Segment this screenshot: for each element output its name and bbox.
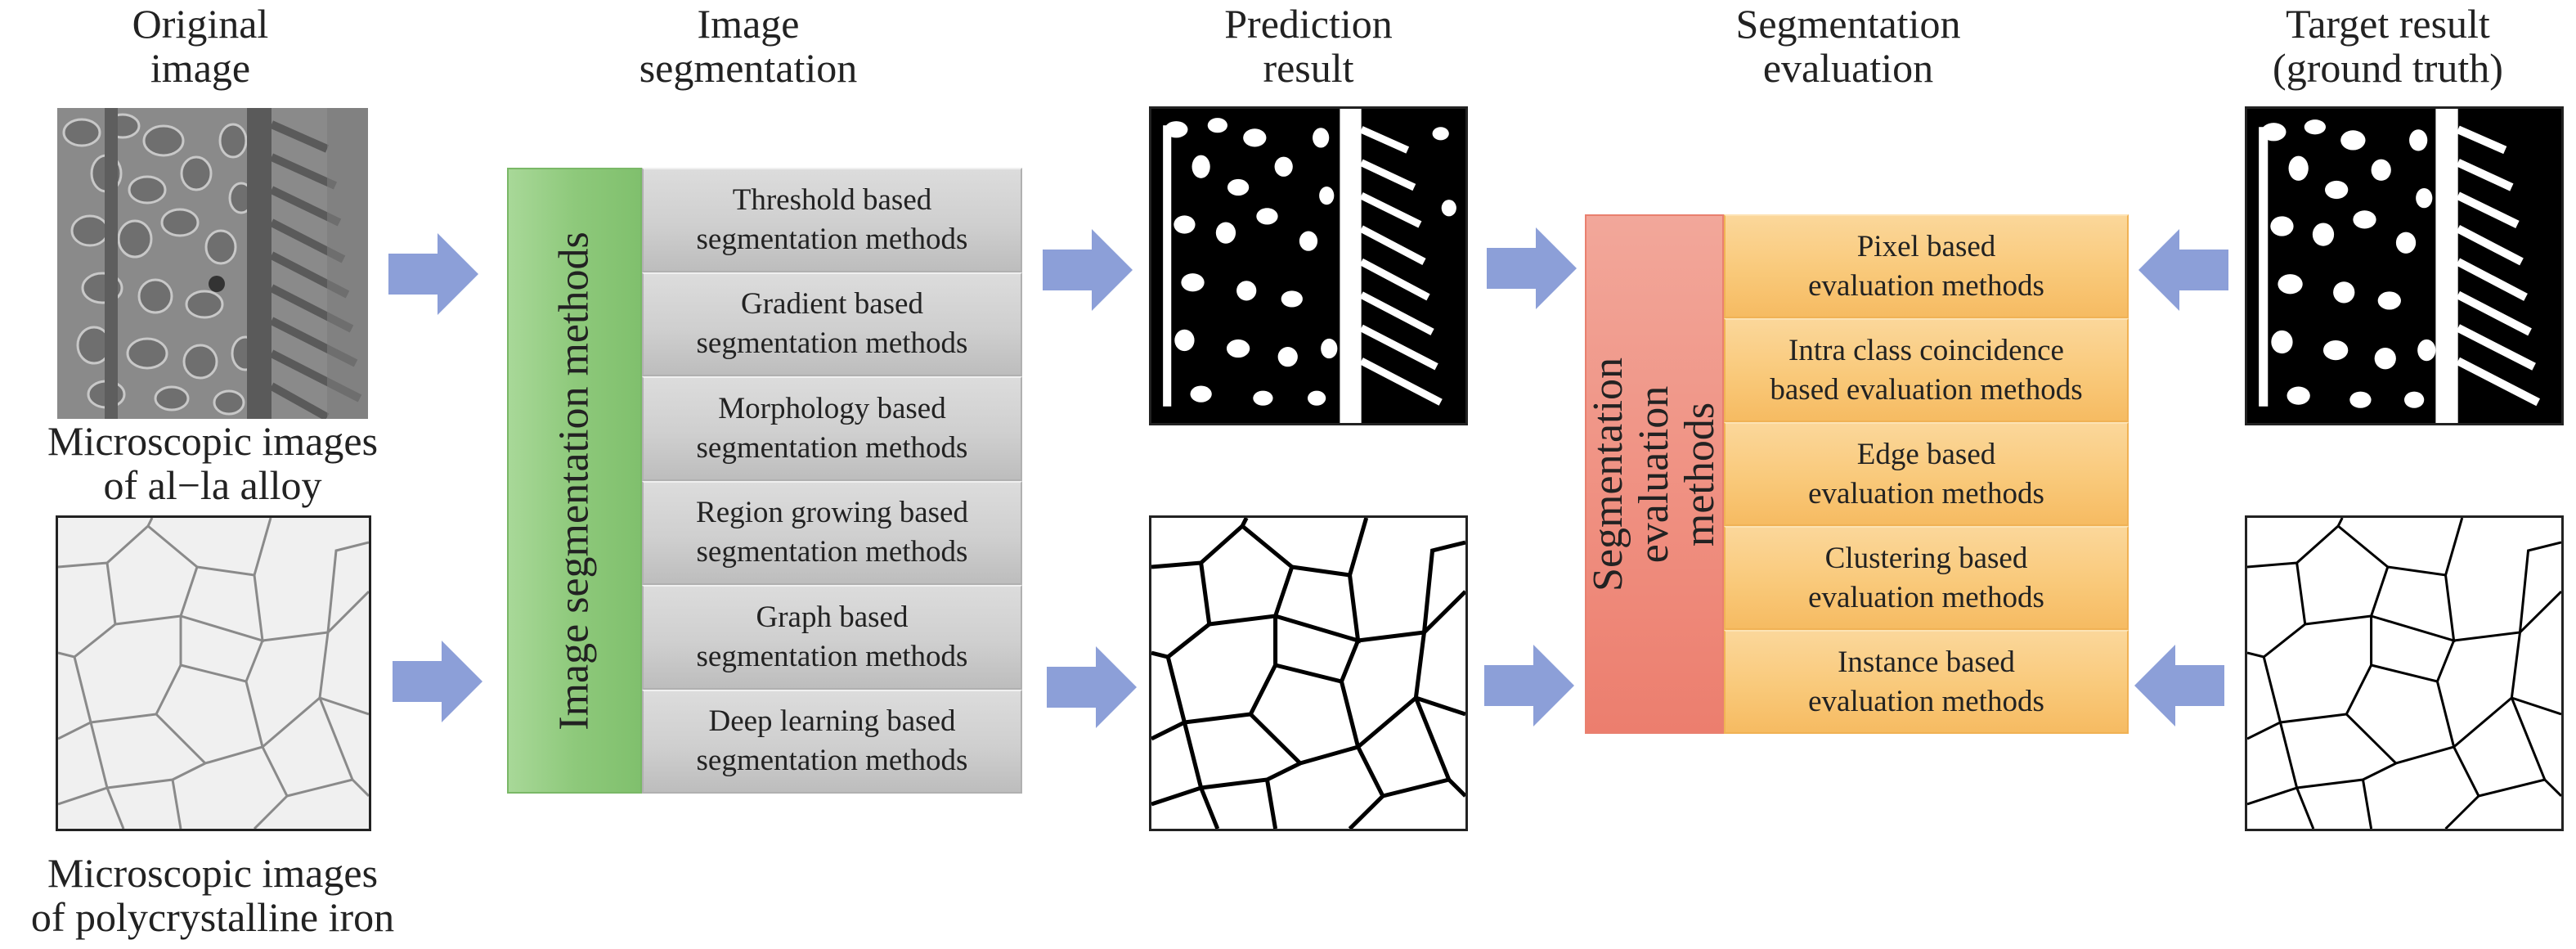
arrow-target-to-evaluation-top xyxy=(2138,229,2228,311)
eval-edge: Edge based evaluation methods xyxy=(1724,422,2129,526)
caption-iron: Microscopic images of polycrystalline ir… xyxy=(30,850,395,940)
caption-alloy: Microscopic images of al−la alloy xyxy=(47,418,379,508)
method-threshold: Threshold based segmentation methods xyxy=(642,168,1022,272)
evaluation-methods-title: Segmentation evaluation methods xyxy=(1585,357,1724,591)
target-alloy-image xyxy=(2245,106,2564,425)
arrow-target-to-evaluation-bottom xyxy=(2134,645,2224,726)
arrow-segmentation-to-prediction-top xyxy=(1043,229,1133,311)
eval-clustering: Clustering based evaluation methods xyxy=(1724,526,2129,630)
segmentation-methods-block: Image segmentation methods Threshold bas… xyxy=(507,168,1022,794)
arrow-segmentation-to-prediction-bottom xyxy=(1047,646,1137,728)
eval-instance: Instance based evaluation methods xyxy=(1724,630,2129,734)
header-image-segmentation: Image segmentation xyxy=(639,1,858,91)
arrow-iron-to-segmentation xyxy=(393,641,482,722)
method-gradient: Gradient based segmentation methods xyxy=(642,272,1022,376)
method-region-growing: Region growing based segmentation method… xyxy=(642,480,1022,585)
arrow-prediction-to-evaluation-bottom xyxy=(1484,645,1574,726)
alloy-micrograph-image xyxy=(57,108,368,419)
method-deep-learning: Deep learning based segmentation methods xyxy=(642,689,1022,794)
method-graph: Graph based segmentation methods xyxy=(642,585,1022,690)
arrow-prediction-to-evaluation-top xyxy=(1487,227,1577,309)
eval-pixel: Pixel based evaluation methods xyxy=(1724,214,2129,318)
arrow-alloy-to-segmentation xyxy=(388,233,478,315)
header-segmentation-evaluation: Segmentation evaluation xyxy=(1735,1,1961,91)
header-prediction-result: Prediction result xyxy=(1224,1,1393,91)
prediction-iron-image xyxy=(1149,515,1468,831)
segmentation-methods-title-box: Image segmentation methods xyxy=(507,168,642,794)
header-original-image: Original image xyxy=(132,1,269,91)
evaluation-methods-list: Pixel based evaluation methods Intra cla… xyxy=(1724,214,2129,734)
segmentation-methods-title: Image segmentation methods xyxy=(550,231,598,731)
segmentation-methods-list: Threshold based segmentation methods Gra… xyxy=(642,168,1022,794)
eval-intra-class: Intra class coincidence based evaluation… xyxy=(1724,318,2129,422)
method-morphology: Morphology based segmentation methods xyxy=(642,376,1022,481)
prediction-alloy-image xyxy=(1149,106,1468,425)
iron-micrograph-image xyxy=(56,515,371,831)
evaluation-methods-title-box: Segmentation evaluation methods xyxy=(1585,214,1724,734)
header-target-result: Target result (ground truth) xyxy=(2273,1,2503,91)
target-iron-image xyxy=(2245,515,2564,831)
evaluation-methods-block: Segmentation evaluation methods Pixel ba… xyxy=(1585,214,2129,734)
